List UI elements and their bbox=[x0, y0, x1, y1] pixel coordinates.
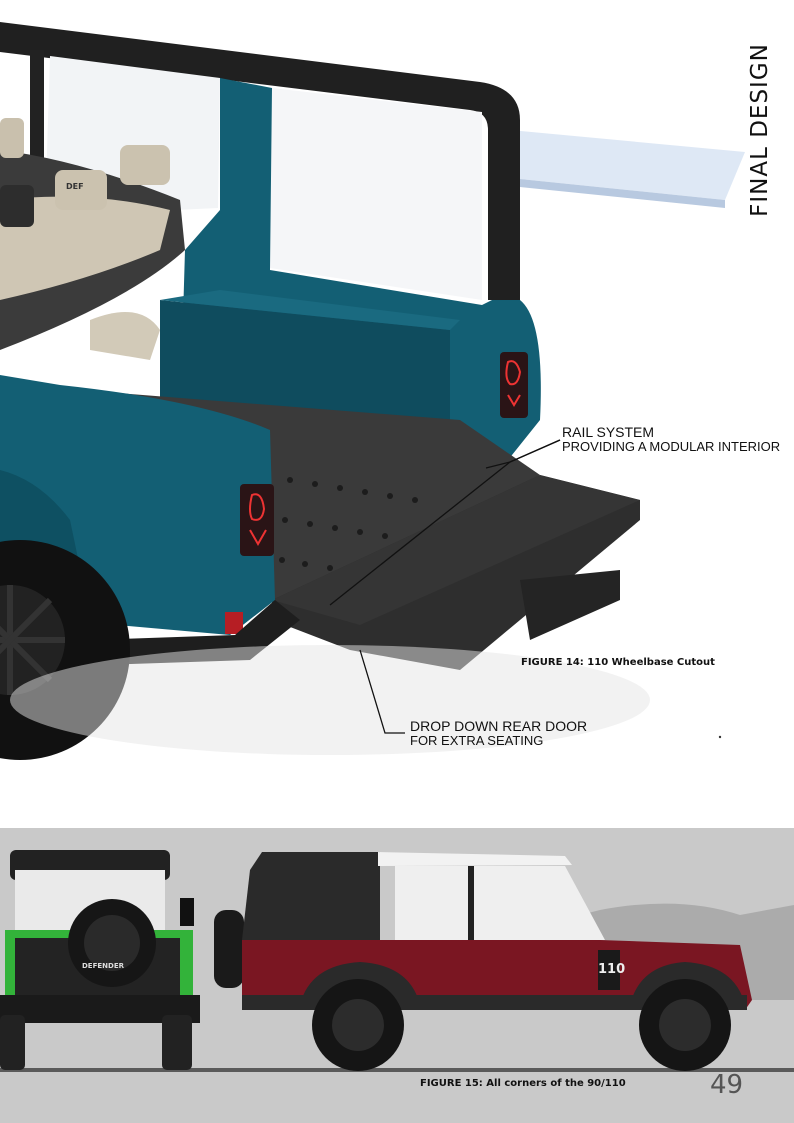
rear-tyre-right bbox=[162, 1015, 192, 1070]
figure-15-caption: FIGURE 15: All corners of the 90/110 bbox=[420, 1078, 626, 1089]
spare-wheel-rim bbox=[84, 915, 140, 971]
reflector bbox=[225, 612, 243, 634]
figure-14-caption: FIGURE 14: 110 Wheelbase Cutout bbox=[521, 657, 715, 668]
side-b-pillar bbox=[468, 866, 474, 940]
side-wheel-front-rim bbox=[659, 999, 711, 1051]
side-wheel-rear-rim bbox=[332, 999, 384, 1051]
door-callout-subtitle: FOR EXTRA SEATING bbox=[410, 733, 544, 749]
glass-panel-edge bbox=[510, 178, 725, 208]
page-number: 49 bbox=[710, 1070, 744, 1100]
rail-leader-2 bbox=[329, 439, 561, 606]
side-plate-number: 110 bbox=[598, 962, 626, 977]
tail-light-left-led bbox=[249, 493, 267, 547]
rail-callout: RAIL SYSTEM PROVIDING A MODULAR INTERIOR bbox=[562, 424, 780, 455]
stray-dot bbox=[718, 735, 722, 739]
drop-down-door-top bbox=[272, 475, 640, 625]
rail-holes bbox=[279, 477, 418, 575]
rail-callout-subtitle: PROVIDING A MODULAR INTERIOR bbox=[562, 439, 781, 455]
ground-shadow bbox=[10, 645, 650, 755]
spare-wheel-badge: DEFENDER bbox=[82, 962, 124, 970]
wheel-spokes bbox=[0, 585, 65, 695]
pillar-left bbox=[30, 50, 44, 170]
tail-light-right-led bbox=[505, 360, 522, 407]
side-white-roof bbox=[378, 852, 572, 866]
headrest-3 bbox=[120, 145, 170, 185]
interior-bench-top bbox=[160, 290, 460, 330]
door-leader bbox=[359, 649, 405, 734]
door-support bbox=[520, 570, 620, 640]
door-callout-title: DROP DOWN REAR DOOR bbox=[410, 718, 588, 734]
seat-badge: DEF bbox=[66, 182, 84, 191]
window-right bbox=[270, 88, 482, 300]
glass-panel bbox=[510, 130, 745, 200]
side-spare-wheel bbox=[214, 910, 244, 988]
door-callout: DROP DOWN REAR DOOR FOR EXTRA SEATING bbox=[410, 718, 587, 749]
section-title-text: FINAL DESIGN bbox=[747, 43, 773, 217]
roll-bar bbox=[0, 22, 520, 300]
rail-callout-title: RAIL SYSTEM bbox=[562, 424, 655, 440]
mirror bbox=[180, 898, 194, 926]
rear-tyre-left bbox=[0, 1015, 25, 1070]
headrest-4 bbox=[0, 185, 34, 227]
side-plate-bg bbox=[598, 950, 620, 990]
headrest-1 bbox=[0, 118, 24, 158]
section-title: FINAL DESIGN bbox=[740, 40, 780, 220]
ground-line bbox=[0, 1068, 794, 1072]
seat-front bbox=[90, 312, 160, 360]
side-soft-top bbox=[242, 852, 380, 940]
side-windows bbox=[395, 866, 605, 940]
seat-cushion bbox=[0, 196, 170, 300]
headrest-2 bbox=[55, 170, 107, 210]
